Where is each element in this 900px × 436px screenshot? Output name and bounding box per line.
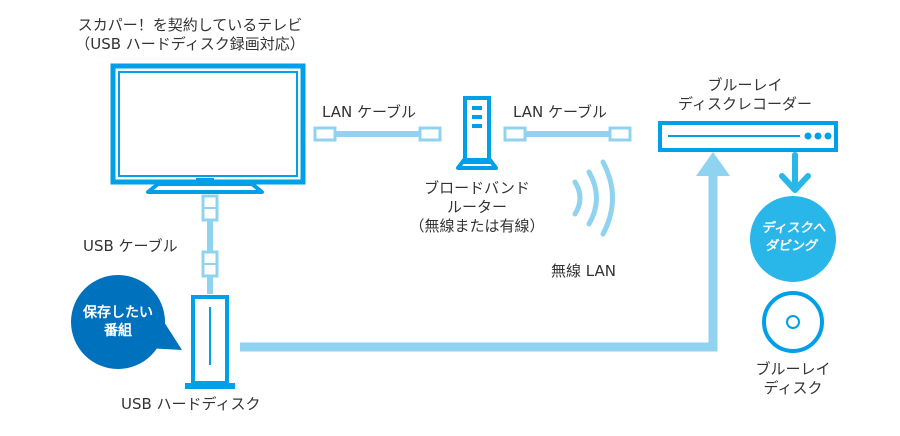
recorder-label: ブルーレイ ディスクレコーダー: [678, 76, 812, 113]
recorder-icon: [658, 121, 838, 152]
hdd-to-recorder-cable: [240, 172, 718, 352]
router-icon: [456, 96, 498, 170]
dubbing-arrow-icon: [779, 152, 811, 193]
wireless-label: 無線 LAN: [551, 262, 616, 280]
saved-program-label: 保存したい 番組: [83, 305, 153, 339]
lan-cable-left-label: LAN ケーブル: [322, 103, 417, 121]
dubbing-badge-circle: [750, 196, 836, 282]
disc-icon: [762, 291, 824, 353]
usb-cable-icon: [201, 194, 219, 294]
usb-cable-label: USB ケーブル: [83, 237, 178, 255]
usb-hdd-icon: [185, 295, 235, 389]
router-label: ブロードバンド ルーター （無線または有線）: [409, 179, 545, 235]
dubbing-badge-label: ディスクへ ダビング: [761, 221, 828, 254]
lan-cable-left-icon: [313, 126, 442, 142]
saved-program-bubble: [71, 275, 182, 369]
recorder-cable-arrowhead: [696, 152, 730, 176]
disc-label: ブルーレイ ディスク: [755, 360, 831, 397]
lan-cable-right-icon: [503, 126, 632, 142]
wireless-waves-icon: [572, 159, 615, 237]
tv-icon: [110, 63, 306, 194]
usb-hdd-label: USB ハードディスク: [121, 395, 261, 413]
tv-label: スカパー！を契約しているテレビ （USB ハードディスク録画対応）: [75, 16, 305, 53]
lan-cable-right-label: LAN ケーブル: [513, 103, 608, 121]
